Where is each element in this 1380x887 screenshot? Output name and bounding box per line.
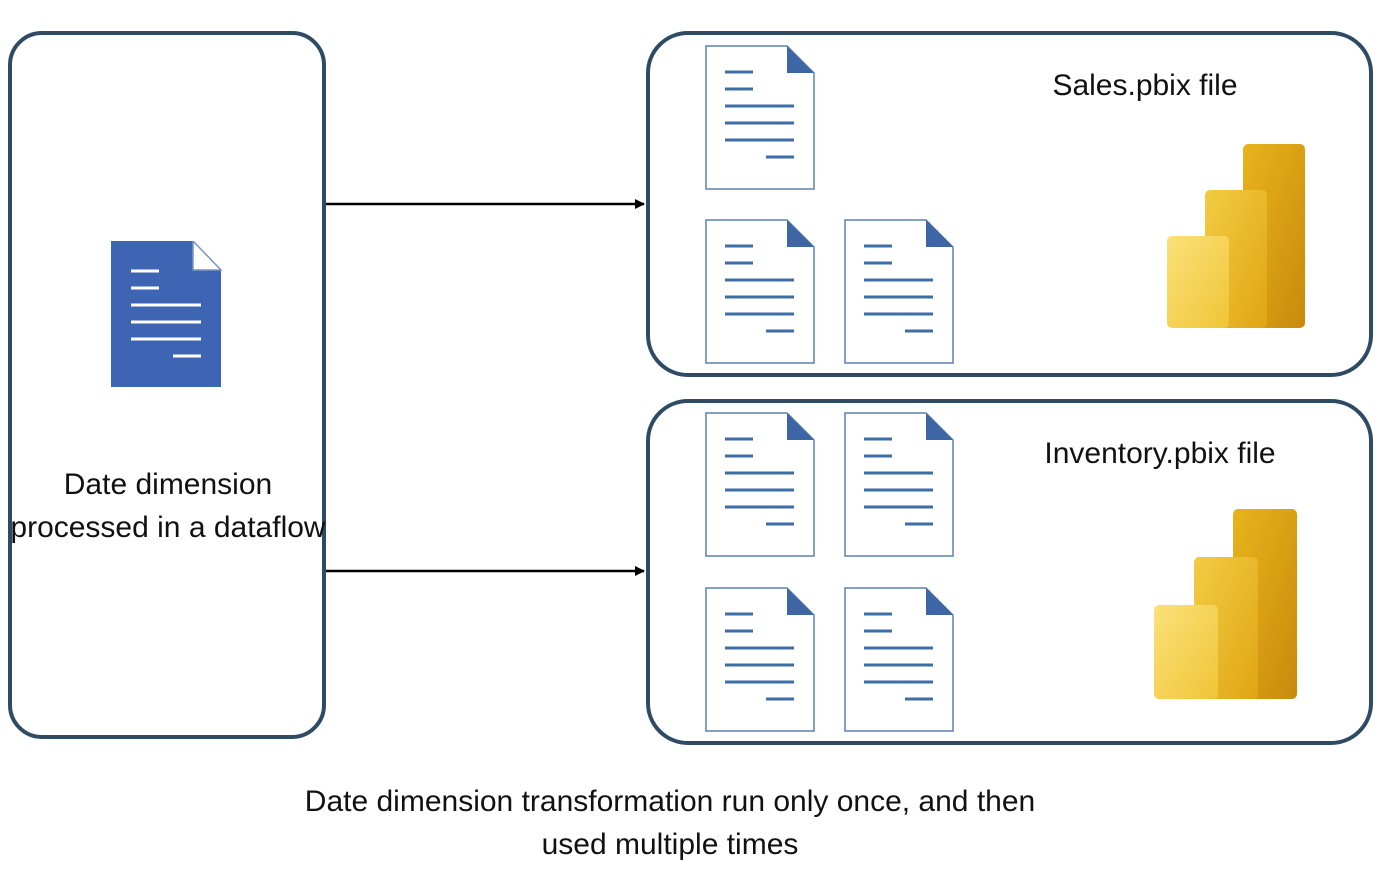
document-icon [844, 219, 954, 364]
diagram-caption: Date dimension transformation run only o… [304, 785, 1036, 861]
document-icon [705, 587, 815, 732]
dataflow-label: Date dimension processed in a dataflow [10, 468, 326, 544]
document-icon [111, 241, 222, 387]
document-icon [705, 45, 815, 190]
document-icon [705, 412, 815, 557]
power-bi-logo-icon [1154, 509, 1297, 699]
inventory-file-label: Inventory.pbix file [1044, 437, 1276, 470]
document-icon [844, 412, 954, 557]
document-icon [705, 219, 815, 364]
sales-file-label: Sales.pbix file [1052, 69, 1238, 102]
power-bi-logo-icon [1167, 144, 1305, 328]
document-icon [844, 587, 954, 732]
